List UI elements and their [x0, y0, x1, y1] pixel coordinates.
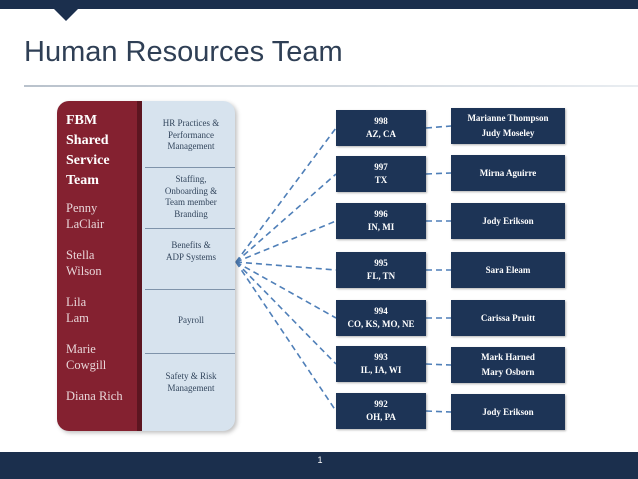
- contact-name: Sara Eleam: [485, 264, 531, 275]
- contact-box-998: Marianne Thompson Judy Moseley: [451, 108, 565, 144]
- function-benefits: Benefits & ADP Systems: [149, 240, 233, 263]
- member-last-name: Wilson: [66, 263, 102, 278]
- zone-box-994: 994 CO, KS, MO, NE: [336, 300, 426, 336]
- function-label-line: Branding: [174, 208, 208, 219]
- function-label-line: ADP Systems: [166, 251, 216, 262]
- connector-fan-line: [235, 261, 337, 271]
- top-bar: [0, 0, 638, 9]
- connector-zone-contact-line: [425, 363, 452, 366]
- zone-box-992: 992 OH, PA: [336, 393, 426, 429]
- contact-box-997: Mirna Aguirre: [451, 155, 565, 191]
- contact-name: Mark Harned: [481, 352, 535, 362]
- zone-states: CO, KS, MO, NE: [347, 319, 415, 329]
- connector-zone-contact-line: [425, 125, 452, 129]
- function-divider: [145, 289, 235, 290]
- zone-code: 997: [374, 162, 388, 172]
- function-hr-practices: HR Practices & Performance Management: [149, 118, 233, 153]
- team-member: Lila Lam: [66, 295, 142, 326]
- function-safety: Safety & Risk Management: [149, 371, 233, 394]
- team-member: Marie Cowgill: [66, 342, 142, 373]
- contact-name: Carissa Pruitt: [480, 312, 536, 323]
- function-label-line: Payroll: [178, 315, 204, 325]
- zone-code: 992: [374, 399, 388, 409]
- connector-zone-contact-line: [425, 410, 452, 413]
- team-heading: FBM Shared Service Team: [66, 111, 110, 191]
- member-first-name: Penny: [66, 201, 98, 215]
- function-label-line: HR Practices &: [162, 118, 220, 128]
- team-card: FBM Shared Service Team Penny LaClair St…: [57, 101, 235, 431]
- zone-states: TX: [374, 175, 388, 185]
- function-divider: [145, 353, 235, 354]
- member-last-name: Lam: [66, 310, 89, 325]
- team-member: Stella Wilson: [66, 248, 142, 279]
- contact-name: Mirna Aguirre: [479, 167, 537, 178]
- function-label-line: Team member: [165, 197, 217, 207]
- member-first-name: Stella: [66, 248, 95, 262]
- team-heading-line: Shared: [66, 133, 109, 148]
- function-label-line: Performance: [168, 129, 214, 140]
- contact-box-995: Sara Eleam: [451, 252, 565, 288]
- member-first-name: Marie: [66, 342, 96, 356]
- contact-name: Jody Erikson: [482, 406, 534, 417]
- connector-fan-line: [235, 220, 337, 263]
- contact-box-994: Carissa Pruitt: [451, 300, 565, 336]
- function-divider: [145, 228, 235, 229]
- member-full-name: Diana Rich: [66, 389, 123, 403]
- connector-fan-line: [235, 127, 337, 263]
- team-heading-line: Team: [66, 173, 99, 188]
- zone-states: IN, MI: [367, 222, 395, 232]
- contact-box-996: Jody Erikson: [451, 203, 565, 239]
- member-last-name: LaClair: [66, 216, 105, 231]
- function-label-line: Benefits &: [171, 240, 211, 250]
- function-label-line: Management: [167, 382, 215, 393]
- member-last-name: Cowgill: [66, 357, 107, 372]
- contact-name: Judy Moseley: [481, 128, 535, 138]
- connector-zone-contact-line: [425, 172, 452, 175]
- team-member: Penny LaClair: [66, 201, 142, 232]
- zone-box-998: 998 AZ, CA: [336, 110, 426, 146]
- zone-states: AZ, CA: [365, 129, 396, 139]
- function-payroll: Payroll: [149, 315, 233, 327]
- connector-fan-line: [235, 261, 337, 412]
- function-label-line: Onboarding &: [164, 185, 218, 196]
- zone-box-993: 993 IL, IA, WI: [336, 346, 426, 382]
- top-bar-notch: [54, 9, 78, 21]
- contact-box-992: Jody Erikson: [451, 394, 565, 430]
- contact-name: Mary Osborn: [481, 367, 535, 377]
- zone-states: IL, IA, WI: [360, 365, 402, 375]
- zone-box-997: 997 TX: [336, 156, 426, 192]
- connector-fan-line: [235, 173, 337, 263]
- bottom-bar: [0, 452, 638, 479]
- function-label-line: Staffing,: [175, 174, 207, 184]
- function-staffing: Staffing, Onboarding & Team member Brand…: [149, 174, 233, 220]
- function-divider: [145, 167, 235, 168]
- connector-fan-line: [235, 261, 337, 319]
- zone-code: 998: [374, 116, 388, 126]
- team-member-list: Penny LaClair Stella Wilson Lila Lam Mar…: [66, 201, 142, 421]
- slide-title: Human Resources Team: [24, 36, 343, 68]
- contact-name: Jody Erikson: [482, 215, 534, 226]
- zone-box-995: 995 FL, TN: [336, 252, 426, 288]
- zone-code: 996: [374, 209, 388, 219]
- connector-fan-line: [235, 261, 337, 365]
- title-divider: [24, 85, 638, 87]
- zone-code: 994: [374, 306, 388, 316]
- page-number: 1: [317, 455, 323, 465]
- zone-states: OH, PA: [366, 412, 396, 422]
- team-heading-line: FBM: [66, 113, 98, 128]
- zone-code: 993: [374, 352, 388, 362]
- team-members-panel: FBM Shared Service Team Penny LaClair St…: [57, 101, 142, 431]
- zone-code: 995: [374, 258, 388, 268]
- contact-box-993: Mark Harned Mary Osborn: [451, 347, 565, 383]
- team-heading-line: Service: [66, 153, 110, 168]
- contact-name: Marianne Thompson: [467, 113, 549, 123]
- function-label-line: Safety & Risk: [165, 371, 217, 381]
- zone-box-996: 996 IN, MI: [336, 203, 426, 239]
- zone-states: FL, TN: [366, 271, 396, 281]
- team-member: Diana Rich: [66, 389, 142, 405]
- member-first-name: Lila: [66, 295, 87, 309]
- function-label-line: Management: [167, 141, 215, 151]
